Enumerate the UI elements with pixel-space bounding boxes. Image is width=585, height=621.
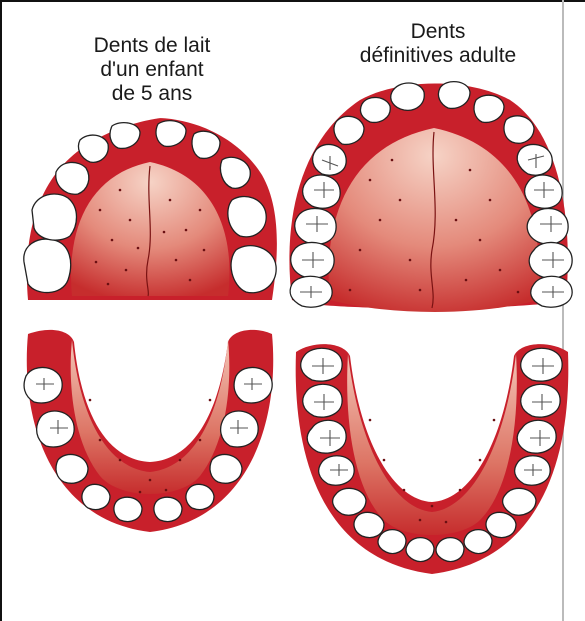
adult-upper-arch (289, 82, 572, 312)
child-lower-canine-right (210, 454, 242, 483)
child-upper-molar-left-front (32, 194, 77, 240)
child-lower-arch (24, 330, 273, 532)
child-lower-molar-left-back (24, 367, 62, 403)
child-upper-molar-right-back (231, 246, 276, 293)
child-upper-molar-right-front (228, 196, 266, 236)
adult-lower-incisor-3 (436, 538, 464, 562)
child-upper-molar-left-back (24, 239, 71, 292)
adult-lower-canine-left (354, 512, 384, 537)
adult-upper-incisor-1 (391, 83, 425, 110)
adult-lower-incisor-4 (464, 530, 492, 554)
adult-upper-incisor-3 (360, 97, 390, 122)
adult-lower-incisor-2 (406, 538, 434, 562)
child-lower-incisor-2 (114, 497, 142, 521)
adult-upper-canine-right (504, 116, 534, 143)
child-lower-canine-left (56, 454, 88, 483)
child-upper-incisor-right-lateral (192, 131, 220, 158)
child-lower-molar-right-front (221, 411, 259, 447)
child-upper-incisor-left-lateral (78, 135, 108, 162)
child-upper-arch (24, 118, 277, 300)
child-lower-molar-right-back (234, 367, 272, 403)
child-lower-molar-left-front (37, 411, 75, 447)
adult-lower-arch (296, 344, 569, 574)
adult-lower-incisor-1 (378, 530, 406, 554)
child-lower-incisor-4 (186, 484, 214, 509)
adult-lower-canine-right (486, 512, 516, 537)
child-lower-incisor-1 (82, 484, 110, 509)
child-lower-incisor-3 (154, 497, 182, 521)
